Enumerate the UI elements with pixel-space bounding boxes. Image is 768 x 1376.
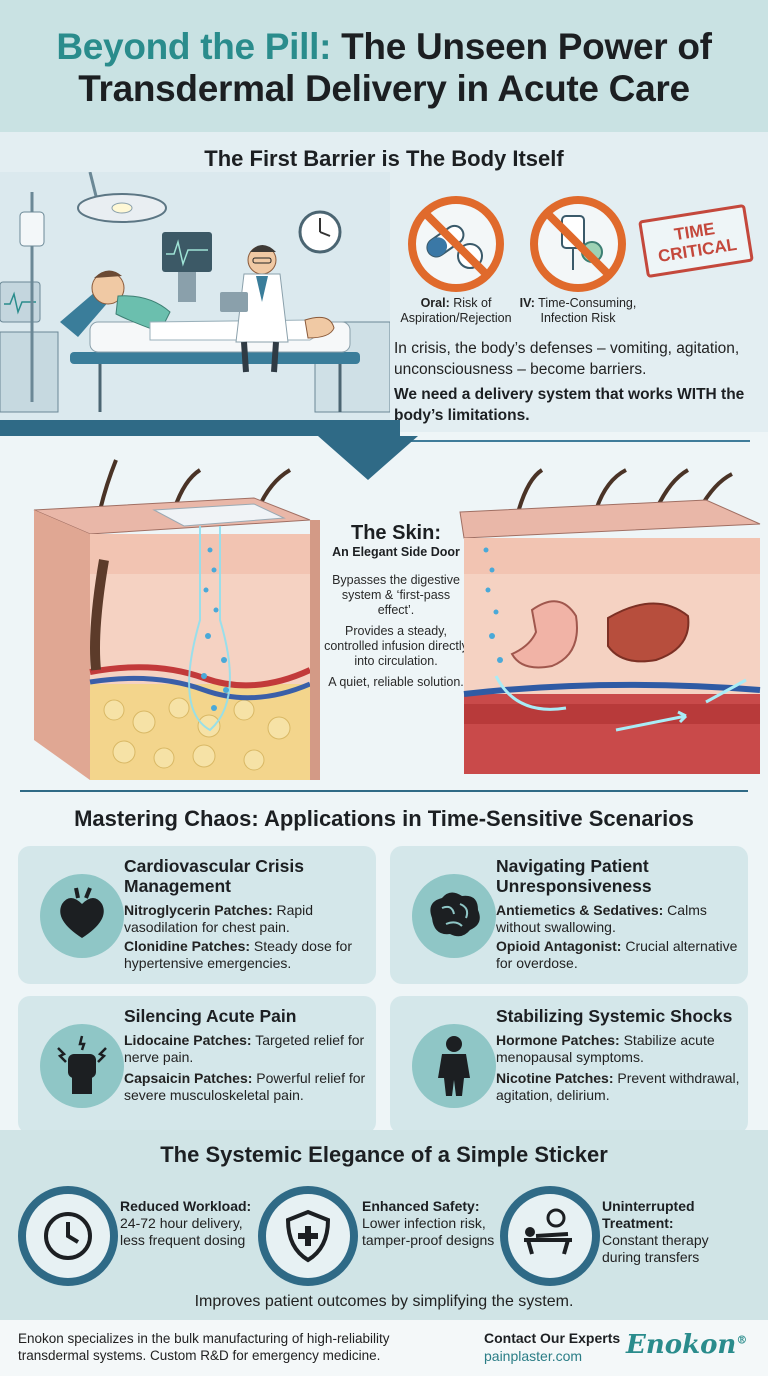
barrier-text: In crisis, the body’s defenses – vomitin… [394, 340, 740, 378]
elegance-heading: The Systemic Elegance of a Simple Sticke… [160, 1142, 608, 1167]
card-line-1-label: Lidocaine Patches: [124, 1032, 252, 1048]
title-line2: Transdermal Delivery in Acute Care [78, 68, 690, 109]
human-body-icon [438, 1036, 470, 1096]
card-line-2: Opioid Antagonist: Crucial alternative f… [496, 938, 742, 972]
skin-point-2: Provides a steady, controlled infusion d… [324, 624, 468, 668]
skin-circulation-right-illustration [459, 468, 761, 774]
card-line-1: Lidocaine Patches: Targeted relief for n… [124, 1032, 370, 1066]
iv-caption: IV: Time-Consuming, Infection Risk [503, 296, 653, 326]
oral-text: Risk of Aspiration/Rejection [400, 296, 512, 325]
card-systemic-shocks: Stabilizing Systemic Shocks Hormone Patc… [390, 996, 748, 1134]
iv-label: IV: [519, 296, 535, 310]
barrier-rule [394, 440, 750, 442]
elegance-section: The Systemic Elegance of a Simple Sticke… [0, 1130, 768, 1320]
brand-registered-mark: ® [736, 1333, 748, 1347]
applications-heading: Mastering Chaos: Applications in Time-Se… [74, 806, 694, 831]
page-footer: Enokon specializes in the bulk manufactu… [0, 1320, 768, 1376]
skin-point-3: A quiet, reliable solution. [328, 675, 464, 689]
fist-pain-icon [57, 1035, 107, 1094]
skin-cross-section-left-illustration [33, 459, 320, 780]
title-band: Beyond the Pill: The Unseen Power of Tra… [0, 0, 768, 132]
card-line-2-text: Powerful relief for severe musculoskelet… [124, 1070, 366, 1103]
benefit-label: Reduced Workload: [120, 1198, 252, 1214]
oral-pill-ban-icon [408, 196, 504, 292]
card-unresponsiveness: Navigating Patient Unresponsiveness Anti… [390, 846, 748, 984]
card-line-2: Capsaicin Patches: Powerful relief for s… [124, 1070, 370, 1104]
card-line-2: Nicotine Patches: Prevent withdrawal, ag… [496, 1070, 742, 1104]
stretcher-icon [500, 1186, 600, 1286]
title-rest: The Unseen Power of [341, 26, 712, 67]
card-line-2: Clonidine Patches: Steady dose for hyper… [124, 938, 370, 972]
card-icon-circle [412, 874, 496, 958]
benefit-text: Lower infection risk, tamper-proof desig… [362, 1215, 495, 1248]
card-line-1: Nitroglycerin Patches: Rapid vasodilatio… [124, 902, 370, 936]
oral-label: Oral: [420, 296, 450, 310]
benefit-label: Enhanced Safety: [362, 1198, 480, 1214]
footer-company-text: Enokon specializes in the bulk manufactu… [18, 1331, 390, 1363]
card-line-1-text: Rapid vasodilation for chest pain. [124, 902, 314, 935]
title-accent: Beyond the Pill: [56, 26, 332, 67]
skin-description: The Skin: An Elegant Side Door Bypasses … [322, 522, 470, 696]
card-icon-circle [412, 1024, 496, 1108]
iv-bag-ban-icon [530, 196, 626, 292]
benefit-text: Constant therapy during transfers [602, 1232, 709, 1265]
card-line-1: Antiemetics & Sedatives: Calms without s… [496, 902, 742, 936]
hospital-scene-illustration [0, 172, 390, 422]
benefit-text: 24-72 hour delivery, less frequent dosin… [120, 1215, 246, 1248]
card-line-1-label: Hormone Patches: [496, 1032, 620, 1048]
barrier-section: The First Barrier is The Body Itself [0, 132, 768, 442]
card-line-1-text: Stabilize acute menopausal symptoms. [496, 1032, 715, 1065]
card-acute-pain: Silencing Acute Pain Lidocaine Patches: … [18, 996, 376, 1134]
contact-label: Contact Our Experts [484, 1330, 621, 1346]
clock-icon [18, 1186, 118, 1286]
card-line-1-text: Calms without swallowing. [496, 902, 707, 935]
benefit-safety: Enhanced Safety: Lower infection risk, t… [362, 1198, 502, 1249]
card-line-2-label: Capsaicin Patches: [124, 1070, 253, 1086]
shield-cross-icon [258, 1186, 358, 1286]
card-title: Stabilizing Systemic Shocks [496, 1006, 733, 1026]
card-title: Navigating Patient Unresponsiveness [496, 856, 652, 896]
benefit-treatment: Uninterrupted Treatment: Constant therap… [602, 1198, 732, 1266]
page-title: Beyond the Pill: The Unseen Power of Tra… [0, 26, 768, 110]
benefit-workload: Reduced Workload: 24-72 hour delivery, l… [120, 1198, 260, 1249]
card-line-2-label: Clonidine Patches: [124, 938, 251, 954]
card-line-2-text: Steady dose for hypertensive emergencies… [124, 938, 352, 971]
heart-icon [60, 887, 104, 938]
flow-arrow-icon [0, 420, 418, 480]
barrier-heading: The First Barrier is The Body Itself [204, 146, 564, 171]
card-line-2-text: Crucial alternative for overdose. [496, 938, 738, 971]
iv-text: Time-Consuming, Infection Risk [538, 296, 637, 325]
brain-icon [430, 892, 480, 937]
time-critical-stamp: TIME CRITICAL [638, 203, 754, 279]
card-line-1-label: Nitroglycerin Patches: [124, 902, 273, 918]
contact-url-link[interactable]: painplaster.com [484, 1348, 583, 1364]
oral-caption: Oral: Risk of Aspiration/Rejection [381, 296, 531, 326]
card-line-1-label: Antiemetics & Sedatives: [496, 902, 664, 918]
card-icon-circle [40, 874, 124, 958]
skin-point-1: Bypasses the digestive system & ‘first-p… [332, 573, 460, 617]
skin-title: The Skin: [350, 522, 441, 544]
card-line-2-text: Prevent withdrawal, agitation, delirium. [496, 1070, 740, 1103]
skin-section: The Skin: An Elegant Side Door Bypasses … [0, 440, 768, 790]
elegance-footer-text: Improves patient outcomes by simplifying… [194, 1293, 574, 1310]
card-line-1: Hormone Patches: Stabilize acute menopau… [496, 1032, 742, 1066]
brand-name: Enokon [626, 1330, 737, 1360]
card-line-2-label: Nicotine Patches: [496, 1070, 614, 1086]
card-icon-circle [40, 1024, 124, 1108]
brand-logo: Enokon® [626, 1330, 747, 1360]
card-title: Cardiovascular Crisis Management [124, 856, 304, 896]
card-cardiovascular: Cardiovascular Crisis Management Nitrogl… [18, 846, 376, 984]
skin-subtitle: An Elegant Side Door [332, 545, 460, 559]
card-title: Silencing Acute Pain [124, 1006, 297, 1026]
section-divider [20, 790, 748, 792]
benefit-label: Uninterrupted Treatment: [602, 1198, 695, 1231]
barrier-strong-text: We need a delivery system that works WIT… [394, 386, 745, 424]
card-line-1-text: Targeted relief for nerve pain. [124, 1032, 365, 1065]
card-line-2-label: Opioid Antagonist: [496, 938, 622, 954]
